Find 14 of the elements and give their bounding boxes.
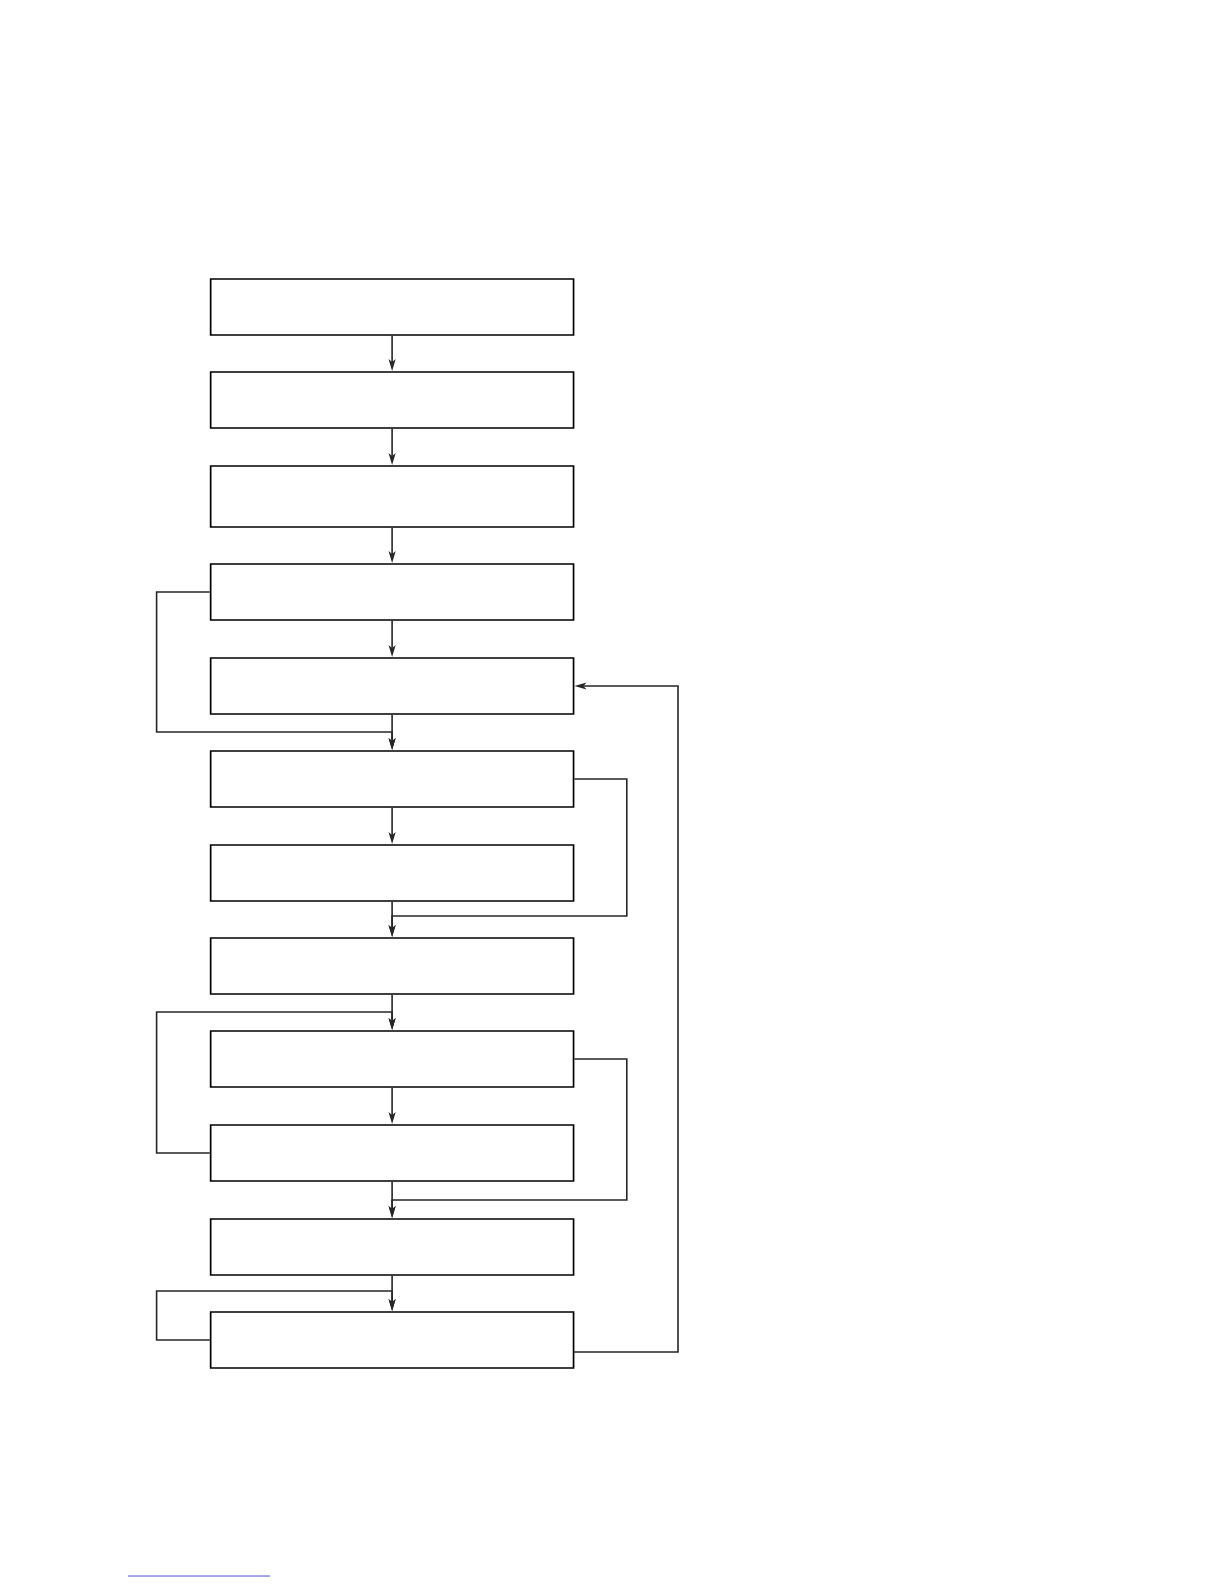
process-box: [209, 844, 575, 902]
process-box: [209, 278, 575, 336]
arrow: [155, 1290, 396, 1341]
process-box: [209, 1311, 575, 1369]
process-box: [209, 371, 575, 429]
process-box: [209, 1218, 575, 1276]
process-box: [209, 750, 575, 808]
process-box: [209, 657, 575, 715]
process-box: [209, 465, 575, 528]
process-box: [209, 1124, 575, 1182]
process-box: [209, 1030, 575, 1088]
process-box: [209, 563, 575, 621]
arrow: [155, 1011, 396, 1154]
process-box: [209, 937, 575, 995]
